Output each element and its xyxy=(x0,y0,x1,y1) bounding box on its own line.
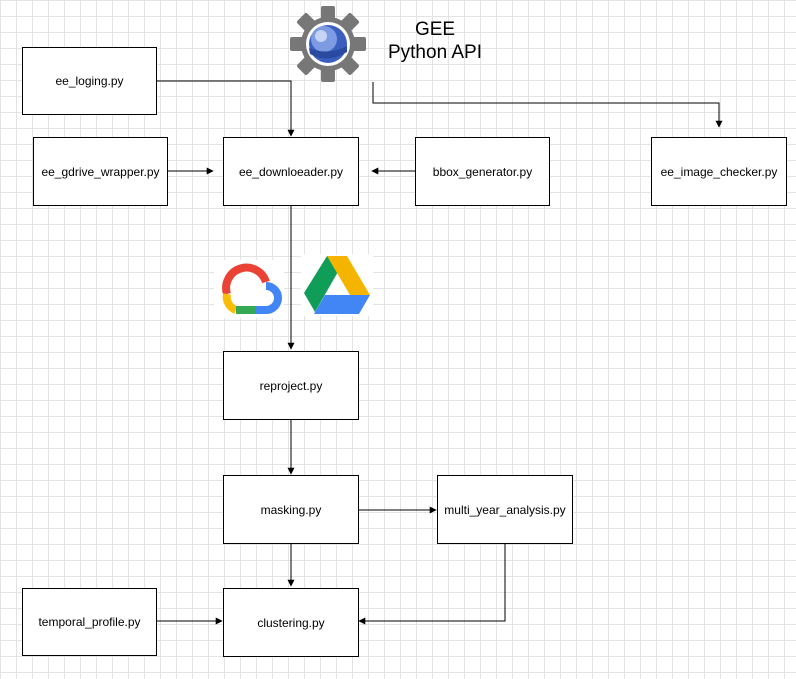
node-masking-label: masking.py xyxy=(260,502,322,517)
gee-python-api-title: GEE Python API xyxy=(372,18,498,64)
node-clustering-label: clustering.py xyxy=(257,615,325,630)
node-multi-year-analysis: multi_year_analysis.py xyxy=(437,475,573,544)
node-bbox-generator: bbox_generator.py xyxy=(415,137,550,206)
gee-title-line1: GEE xyxy=(414,19,456,40)
node-multi-year-analysis-label: multi_year_analysis.py xyxy=(444,502,566,517)
node-temporal-profile-label: temporal_profile.py xyxy=(38,615,141,629)
gee-title-line2: Python API xyxy=(387,42,482,63)
node-ee-gdrive-wrapper-label: ee_gdrive_wrapper.py xyxy=(41,164,160,179)
node-ee-downloader-label: ee_downloeader.py xyxy=(238,164,344,179)
node-temporal-profile: temporal_profile.py xyxy=(22,588,157,656)
node-ee-loging-label: ee_loging.py xyxy=(55,74,124,88)
node-ee-image-checker: ee_image_checker.py xyxy=(651,137,787,206)
node-ee-downloader: ee_downloeader.py xyxy=(223,137,359,206)
node-masking: masking.py xyxy=(223,475,359,544)
edge-loging-to-downloader xyxy=(156,80,295,137)
google-earth-engine-icon xyxy=(290,6,366,82)
edge-multiyear-to-clustering xyxy=(358,543,506,625)
node-ee-gdrive-wrapper: ee_gdrive_wrapper.py xyxy=(33,137,168,206)
node-ee-image-checker-label: ee_image_checker.py xyxy=(660,164,778,179)
node-ee-loging: ee_loging.py xyxy=(22,47,157,115)
edge-gee-to-image-checker xyxy=(372,82,723,128)
node-reproject-label: reproject.py xyxy=(259,378,323,393)
google-cloud-icon xyxy=(214,260,284,318)
node-clustering: clustering.py xyxy=(223,588,359,657)
node-bbox-generator-label: bbox_generator.py xyxy=(432,164,533,179)
google-drive-icon xyxy=(301,254,373,316)
node-reproject: reproject.py xyxy=(223,351,359,420)
